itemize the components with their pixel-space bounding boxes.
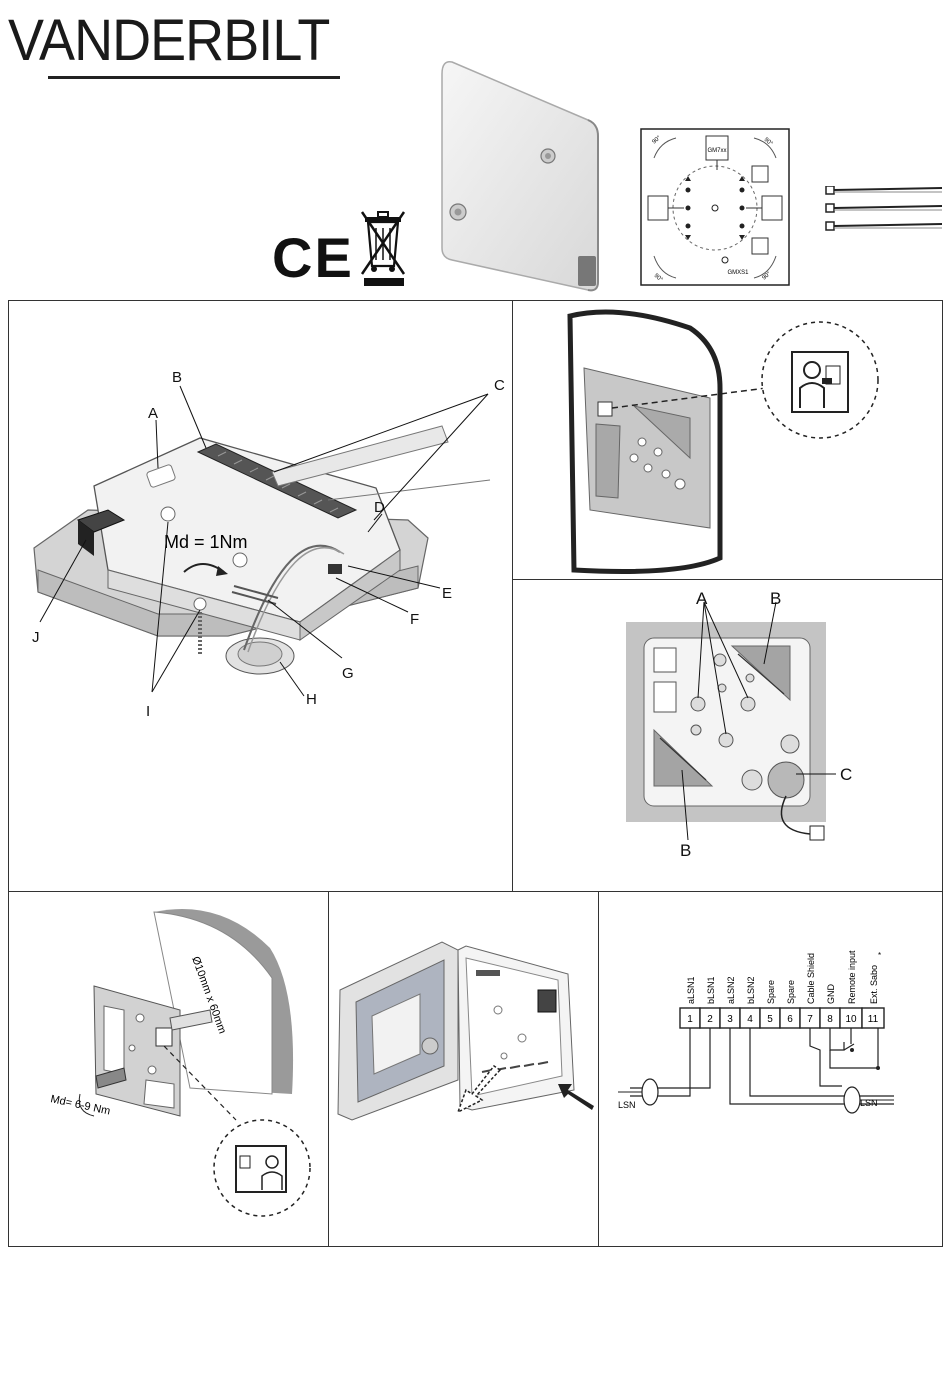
base-bottom-label: GMXS1 [727, 270, 749, 276]
callout-h: H [306, 691, 317, 708]
callout-b: B [172, 369, 182, 386]
wiring-diagram: 1 2 3 4 5 6 7 8 10 11 aLSN1 bLSN1 aLSN2 … [604, 946, 940, 1126]
callout-d: D [374, 499, 385, 516]
module-torque-label: Md = 1Nm [164, 532, 248, 552]
terminal-name-8: GND [826, 984, 836, 1005]
callout-i: I [146, 703, 150, 720]
mounting-base-diagram: GM7xx GMXS1 90° 90° 90° 90° [640, 128, 790, 286]
terminal-num-4: 4 [747, 1014, 753, 1025]
callout-e: E [442, 585, 452, 602]
vanderbilt-logo: VANDERBILT [8, 10, 338, 84]
logo-underline [48, 76, 340, 79]
weee-bin-icon [356, 204, 410, 286]
logo-text: VANDERBILT [8, 10, 329, 72]
terminal-num-5: 5 [767, 1014, 773, 1025]
base-callout-c: C [840, 765, 852, 784]
terminal-name-3: aLSN2 [726, 976, 736, 1004]
terminal-name-7: Cable Shield [806, 953, 816, 1004]
callout-f: F [410, 611, 419, 628]
terminal-num-3: 3 [727, 1014, 733, 1025]
terminal-name-2: bLSN1 [706, 976, 716, 1004]
base-callout-a: A [696, 590, 708, 608]
terminal-num-8: 8 [827, 1014, 833, 1025]
terminal-num-6: 6 [787, 1014, 793, 1025]
terminal-name-11: Ext. Sabo [869, 965, 879, 1004]
lsn-right-label: LSN [860, 1098, 878, 1108]
base-layout-illustration: A B C B [620, 590, 940, 860]
terminal-name-4: bLSN2 [746, 976, 756, 1004]
ce-mark: CE [272, 232, 344, 284]
housing-illustration [438, 60, 606, 294]
wall-placement-illustration [560, 308, 940, 576]
terminal-num-11: 11 [868, 1014, 879, 1025]
lsn-left-label: LSN [618, 1100, 636, 1110]
terminal-name-5: Spare [766, 980, 776, 1004]
base-module-label: GM7xx [707, 148, 726, 154]
callout-g: G [342, 665, 354, 682]
wall-mounting-illustration: Ø10mm x 60mm Md= 6-9 Nm [40, 898, 326, 1244]
callout-a: A [148, 405, 158, 422]
housing-open-illustration [332, 930, 596, 1130]
terminal-num-1: 1 [687, 1014, 693, 1025]
cable-ties-icon [824, 186, 944, 234]
ce-mark-text: CE [272, 226, 354, 289]
terminal-num-2: 2 [707, 1014, 713, 1025]
terminal-name-10: Remote input [847, 950, 857, 1004]
base-callout-b-bottom: B [680, 841, 691, 860]
callout-c: C [494, 377, 505, 394]
mount-torque-label: Md= 6-9 Nm [49, 1093, 111, 1117]
base-callout-b-top: B [770, 590, 781, 608]
callout-j: J [32, 629, 40, 646]
terminal-num-7: 7 [807, 1014, 813, 1025]
terminal-name-1: aLSN1 [686, 976, 696, 1004]
terminal-num-10: 10 [845, 1014, 857, 1025]
terminal-name-6: Spare [786, 980, 796, 1004]
sabo-asterisk: * [878, 951, 881, 960]
module-illustration: Md = 1Nm A B C D E F G H I J [28, 360, 508, 730]
